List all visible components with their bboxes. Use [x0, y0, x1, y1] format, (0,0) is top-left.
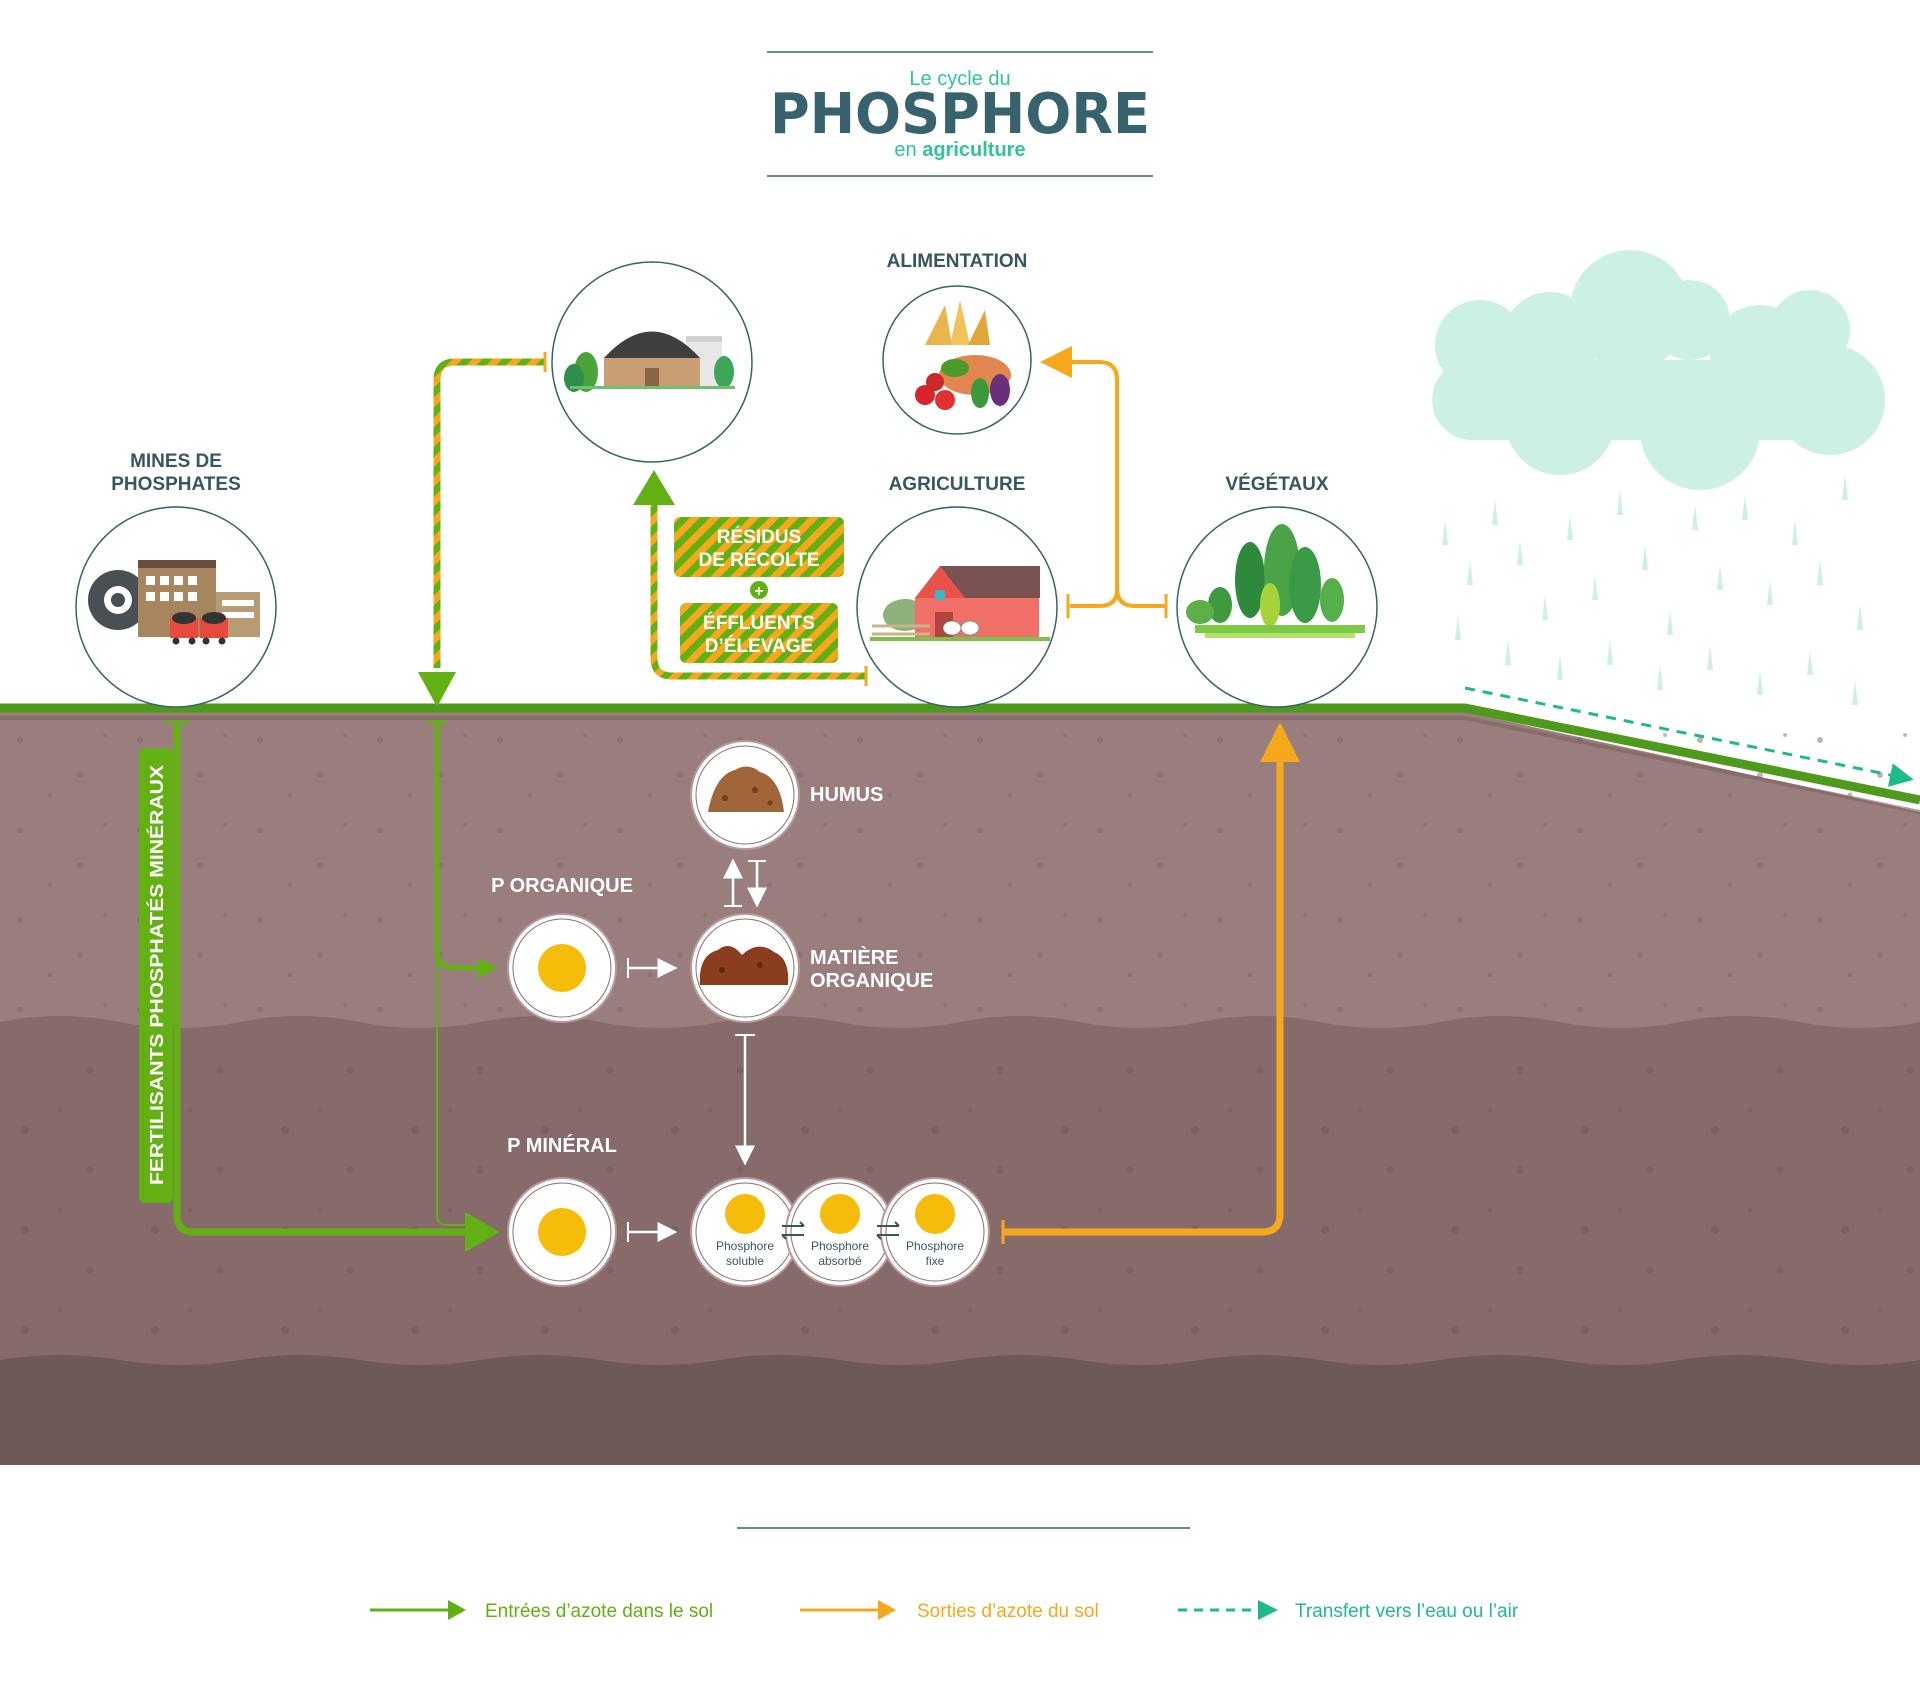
transfer-dashed-arrow	[1464, 686, 1914, 787]
humus-label: HUMUS	[810, 784, 883, 806]
alimentation-node: ALIMENTATION	[882, 251, 1032, 435]
agriculture-label: AGRICULTURE	[889, 474, 1026, 495]
phosphore-soluble: Phosphore soluble	[690, 1177, 800, 1287]
legend-label-sorties: Sorties d’azote du sol	[917, 1601, 1099, 1622]
arrow-soil-to-p-organique	[434, 722, 485, 971]
vegetaux-node: VÉGÉTAUX	[1176, 473, 1378, 708]
title-block: Le cycle du PHOSPHORE en agriculture	[767, 51, 1153, 177]
food-basket-icon	[915, 300, 1011, 410]
title-line1: Le cycle du	[909, 68, 1010, 90]
phosphate-mine-icon	[88, 560, 260, 645]
plus-badge	[750, 581, 768, 599]
title-line3-bold: agriculture	[922, 139, 1025, 161]
biogas-plant-icon	[564, 331, 735, 392]
matiere-label-1: MATIÈRE	[810, 946, 899, 969]
rain-cloud	[1432, 250, 1914, 787]
effluents-tag: ÉFFLUENTS D’ÉLEVAGE	[680, 603, 838, 663]
agriculture-node: AGRICULTURE	[856, 474, 1058, 708]
phosphore-absorbe-l1: Phosphore	[811, 1239, 869, 1253]
fertilisants-label: FERTILISANTS PHOSPHATÉS MINÉRAUX	[146, 765, 167, 1185]
alimentation-label: ALIMENTATION	[887, 251, 1028, 272]
legend-label-entrees: Entrées d’azote dans le sol	[485, 1601, 713, 1622]
trees-icon	[1186, 524, 1365, 638]
phosphore-soluble-l1: Phosphore	[716, 1239, 774, 1253]
phosphore-soluble-l2: soluble	[726, 1254, 764, 1268]
exchange-arrows	[781, 1221, 900, 1240]
organic-matter-icon	[699, 946, 789, 985]
mines-label-2: PHOSPHATES	[111, 474, 241, 495]
phosphore-fixe-l2: fixe	[926, 1254, 945, 1268]
effluents-label-1: ÉFFLUENTS	[703, 612, 815, 634]
phosphore-absorbe-l2: absorbé	[818, 1254, 862, 1268]
humus-node: HUMUS	[690, 740, 883, 850]
title-line3-prefix: en	[894, 139, 916, 161]
rain-drops	[1442, 475, 1863, 705]
arrow-agriculture-to-methanisation	[650, 500, 865, 680]
phosphore-states: Phosphore soluble Phosphore absorbé Phos…	[690, 1177, 990, 1287]
p-mineral-label: P MINÉRAL	[507, 1134, 617, 1157]
phosphore-organique-dot	[538, 944, 586, 992]
plus-sign: +	[754, 583, 763, 600]
arrow-vegetaux-to-alimentation	[1040, 346, 1165, 608]
mines-node: MINES DE PHOSPHATES	[75, 451, 277, 708]
vegetaux-label: VÉGÉTAUX	[1225, 473, 1328, 495]
legend-item-transfert: Transfert vers l’eau ou l’air	[1178, 1600, 1519, 1622]
phosphore-fixe-l1: Phosphore	[906, 1239, 964, 1253]
grass-line	[0, 703, 1920, 805]
arrow-soil-to-vegetaux	[1003, 760, 1284, 1236]
title-line3: en agriculture	[894, 139, 1025, 161]
phosphore-mineral-dot	[538, 1208, 586, 1256]
farm-barn-icon	[870, 566, 1050, 641]
humus-matiere-exchange	[723, 858, 767, 908]
arrow-methanisation-to-soil	[433, 358, 545, 668]
phosphore-absorbe: Phosphore absorbé	[785, 1177, 895, 1287]
legend-label-transfert: Transfert vers l’eau ou l’air	[1295, 1601, 1519, 1622]
legend: Entrées d’azote dans le sol Sorties d’az…	[370, 1600, 1519, 1622]
legend-item-sorties: Sorties d’azote du sol	[800, 1600, 1099, 1622]
title-main: PHOSPHORE	[770, 82, 1150, 147]
methanisation-node	[551, 261, 753, 463]
humus-icon	[708, 766, 784, 812]
legend-item-entrees: Entrées d’azote dans le sol	[370, 1600, 713, 1622]
matiere-organique-node: MATIÈRE ORGANIQUE	[690, 913, 933, 1023]
p-organique-node: P ORGANIQUE	[491, 875, 633, 1023]
soil-cross-section	[0, 703, 1920, 1465]
mines-label: MINES DE	[130, 451, 222, 472]
p-organique-label: P ORGANIQUE	[491, 875, 633, 897]
residus-tag: RÉSIDUS DE RÉCOLTE	[674, 517, 844, 577]
fertilisants-label-box	[139, 748, 173, 1203]
arrow-vegetaux-to-agriculture	[1070, 589, 1119, 608]
residus-label-2: DE RÉCOLTE	[698, 549, 819, 571]
arrow-mines-to-p-mineral	[173, 722, 480, 1236]
phosphore-fixe: Phosphore fixe	[880, 1177, 990, 1287]
matiere-label-2: ORGANIQUE	[810, 970, 933, 992]
p-mineral-node: P MINÉRAL	[507, 1134, 617, 1287]
residus-label-1: RÉSIDUS	[717, 526, 801, 548]
soil-layer-bottom	[0, 1355, 1920, 1465]
effluents-label-2: D’ÉLEVAGE	[705, 635, 813, 657]
